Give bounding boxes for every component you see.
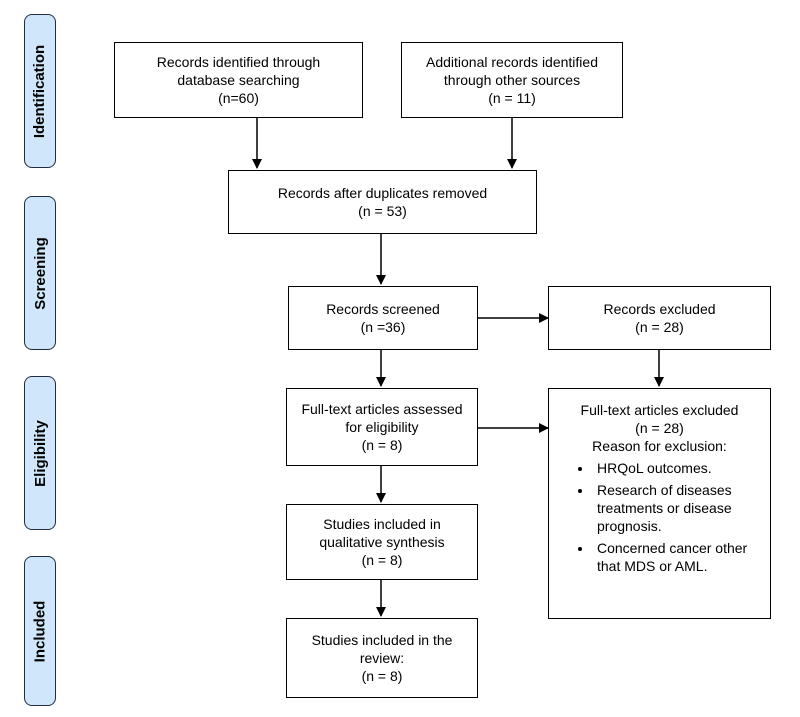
box-duplicates-removed: Records after duplicates removed (n = 53… [228,170,537,234]
box-other-sources: Additional records identified through ot… [401,42,623,118]
box-records-excluded: Records excluded (n = 28) [548,286,771,350]
phase-screening: Screening [24,196,56,350]
box-qualitative-synthesis: Studies included in qualitative synthesi… [286,504,478,580]
box-fulltext-excluded: Full-text articles excluded (n = 28) Rea… [548,388,771,619]
exclusion-reasons-list: HRQoL outcomes. Research of diseases tre… [555,459,764,579]
box-fulltext-assessed: Full-text articles assessed for eligibil… [286,388,478,466]
exclusion-reason: Concerned cancer other that MDS or AML. [593,539,764,575]
box-included-review: Studies included in the review: (n = 8) [286,618,478,698]
phase-included: Included [24,556,56,706]
exclusion-reason: Research of diseases treatments or disea… [593,481,764,535]
phase-eligibility: Eligibility [24,376,56,530]
exclusion-reason: HRQoL outcomes. [593,459,764,477]
box-database-searching: Records identified through database sear… [114,42,363,118]
box-records-screened: Records screened (n =36) [288,286,478,350]
phase-identification: Identification [24,14,56,168]
